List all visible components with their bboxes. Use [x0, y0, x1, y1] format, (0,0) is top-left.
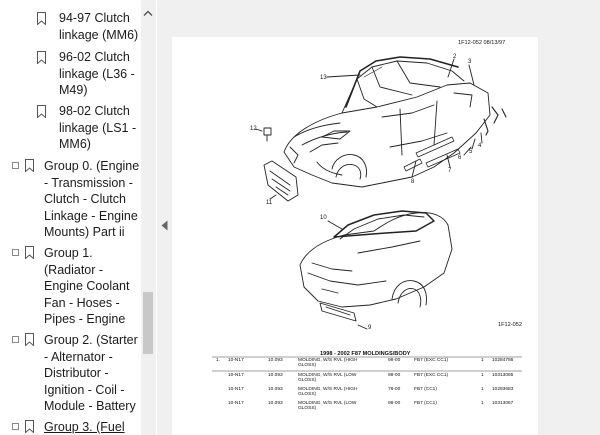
document-page: 1F12-052 08/13/97 1F12-052 2 3 4 5 6 7 8… — [172, 37, 538, 435]
callout-number: 3 — [468, 59, 472, 65]
page-footer-reference: 1F12-052 — [498, 322, 522, 328]
illustration-code: 10.093 — [268, 358, 283, 363]
bookmarks-scrollbar[interactable] — [141, 0, 156, 435]
model-code: FB7 (CC1) — [414, 387, 437, 392]
illustration-code: 10.093 — [268, 373, 283, 378]
quantity: 1 — [481, 387, 484, 392]
bookmark-item[interactable]: 94-97 Clutch linkage (MM6) — [0, 10, 145, 44]
model-years: 98-00 — [388, 358, 401, 363]
bookmark-label: 96-02 Clutch linkage (L36 - M49) — [59, 50, 135, 97]
bookmark-label: Group 1. (Radiator - Engine Coolant Fan … — [44, 246, 130, 326]
part-number: 10284786 — [492, 358, 514, 363]
callout-number: 2 — [453, 54, 457, 60]
part-description: MOLDING, W/S RVL (LOW GLOSS) — [298, 373, 357, 384]
bookmark-label: Group 0. (Engine - Transmission - Clutch… — [44, 159, 140, 239]
quantity: 1 — [481, 373, 484, 378]
callout-number: 11 — [266, 200, 273, 206]
callout-number: 8 — [411, 179, 415, 185]
quantity: 1 — [481, 401, 484, 406]
expand-toggle-icon[interactable] — [12, 249, 19, 256]
table-row: 10-N17 10.093 MOLDING, W/S RVL (LOW GLOS… — [216, 373, 522, 385]
illustration-code: 10.093 — [268, 401, 283, 406]
callout-number: 10 — [320, 215, 327, 221]
bookmark-icon — [25, 420, 34, 433]
table-row: 10-N17 10.093 MOLDING, W/S RVL (HIGH GLO… — [216, 387, 522, 399]
callout-number: 5 — [469, 149, 473, 155]
illustration-code: 10.093 — [268, 387, 283, 392]
bookmark-item[interactable]: Group 1. (Radiator - Engine Coolant Fan … — [0, 245, 145, 327]
table-title: 1998 - 2002 F87 MOLDINGS/BODY — [320, 351, 411, 357]
bookmark-item[interactable]: 98-02 Clutch linkage (LS1 - MM6) — [0, 103, 145, 153]
model-years: 98-00 — [388, 373, 401, 378]
callout-number: 4 — [478, 143, 482, 149]
bookmark-icon — [25, 333, 34, 346]
part-description: MOLDING, W/S RVL (HIGH GLOSS) — [298, 387, 358, 398]
bookmark-item[interactable]: Group 2. (Starter - Alternator - Distrib… — [0, 332, 145, 414]
callout-number: 7 — [448, 168, 452, 174]
bookmark-icon — [37, 12, 46, 25]
part-description: MOLDING, W/S RVL (LOW GLOSS) — [298, 401, 357, 412]
part-number: 10313067 — [492, 401, 514, 406]
scrollbar-thumb[interactable] — [143, 292, 153, 354]
callout-number: 13 — [320, 75, 327, 81]
table-row: 10-N17 10.093 MOLDING, W/S RVL (LOW GLOS… — [216, 401, 522, 413]
group-number: 10-N17 — [228, 358, 244, 363]
bookmark-item[interactable]: 96-02 Clutch linkage (L36 - M49) — [0, 49, 145, 99]
bookmark-icon — [37, 51, 46, 64]
callout-number: 9 — [368, 325, 372, 331]
callout-number: 12 — [250, 126, 257, 132]
model-code: FB7 (CC1) — [414, 401, 437, 406]
model-code: FB7 (EXC CC1) — [414, 358, 449, 363]
body-moldings-diagram — [212, 56, 522, 372]
bookmark-icon — [25, 246, 34, 259]
part-number: 10313065 — [492, 373, 514, 378]
page-header-reference: 1F12-052 08/13/97 — [458, 40, 506, 46]
bookmark-label: 94-97 Clutch linkage (MM6) — [59, 11, 139, 42]
model-years: 98-00 — [388, 401, 401, 406]
bookmark-icon — [25, 159, 34, 172]
bookmarks-panel: 94-97 Clutch linkage (MM6) 96-02 Clutch … — [0, 0, 157, 435]
expand-toggle-icon[interactable] — [12, 423, 19, 430]
bookmark-label: Group 2. (Starter - Alternator - Distrib… — [44, 333, 138, 413]
bookmark-label: Group 3. (Fuel — [44, 420, 125, 434]
panel-splitter[interactable] — [157, 0, 172, 435]
model-years: 78-00 — [388, 387, 401, 392]
expand-toggle-icon[interactable] — [12, 162, 19, 169]
bookmark-label: 98-02 Clutch linkage (LS1 - MM6) — [59, 104, 137, 151]
group-number: 10-N17 — [228, 401, 244, 406]
part-number: 10293683 — [492, 387, 514, 392]
part-description: MOLDING, W/S RVL (HIGH GLOSS) — [298, 358, 358, 369]
group-number: 10-N17 — [228, 373, 244, 378]
bookmark-icon — [37, 105, 46, 118]
bookmark-item[interactable]: Group 0. (Engine - Transmission - Clutch… — [0, 158, 145, 240]
bookmark-item[interactable]: Group 3. (Fuel — [0, 419, 145, 435]
row-number: 1. — [216, 358, 221, 363]
expand-toggle-icon[interactable] — [12, 336, 19, 343]
scroll-up-arrow-icon[interactable] — [143, 9, 153, 17]
collapse-panel-arrow-icon[interactable] — [161, 220, 168, 231]
group-number: 10-N17 — [228, 387, 244, 392]
viewer-background — [538, 0, 600, 435]
callout-number: 6 — [458, 155, 462, 161]
model-code: FB7 (EXC CC1) — [414, 373, 449, 378]
table-row: 1. 10-N17 10.093 MOLDING, W/S RVL (HIGH … — [216, 358, 522, 370]
quantity: 1 — [481, 358, 484, 363]
